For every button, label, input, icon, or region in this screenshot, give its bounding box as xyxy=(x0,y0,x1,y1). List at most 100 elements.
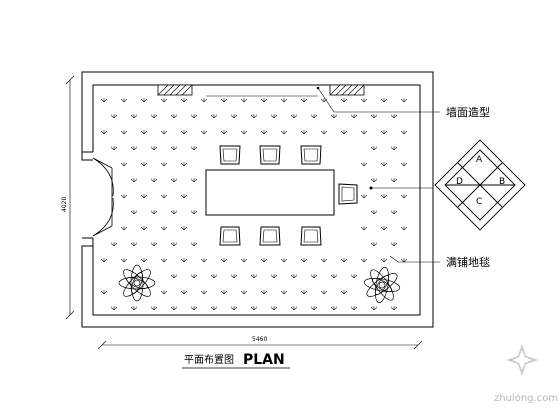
conference-table xyxy=(205,169,335,216)
carpet-hatch-mark xyxy=(160,98,168,103)
carpet-hatch-mark xyxy=(130,306,138,311)
carpet-hatch-mark xyxy=(300,290,308,295)
carpet-hatch-mark xyxy=(380,194,388,199)
carpet-hatch-mark xyxy=(310,306,318,311)
chair-top-3 xyxy=(300,145,322,165)
carpet-hatch-mark xyxy=(360,258,368,263)
carpet-hatch-mark xyxy=(130,242,138,247)
carpet-hatch-mark xyxy=(330,114,338,119)
carpet-hatch-mark xyxy=(180,98,188,103)
elevation-key xyxy=(434,139,526,231)
watermark-logo xyxy=(506,344,538,376)
carpet-hatch-mark xyxy=(340,130,348,135)
carpet-hatch-mark xyxy=(330,306,338,311)
chair-top-1 xyxy=(219,145,241,165)
carpet-hatch-mark xyxy=(240,130,248,135)
carpet-hatch-mark xyxy=(100,258,108,263)
carpet-hatch-mark xyxy=(380,258,388,263)
carpet-hatch-mark xyxy=(180,194,188,199)
carpet-hatch-mark xyxy=(400,226,408,231)
carpet-hatch-mark xyxy=(370,114,378,119)
carpet-pattern xyxy=(100,98,408,311)
double-door xyxy=(92,157,114,237)
carpet-hatch-mark xyxy=(210,306,218,311)
carpet-hatch-mark xyxy=(190,146,198,151)
carpet-callout-label: 满铺地毯 xyxy=(446,255,490,269)
carpet-hatch-mark xyxy=(220,130,228,135)
carpet-hatch-mark xyxy=(180,258,188,263)
carpet-hatch-mark xyxy=(170,242,178,247)
carpet-hatch-mark xyxy=(260,290,268,295)
carpet-hatch-mark xyxy=(390,306,398,311)
carpet-hatch-mark xyxy=(210,114,218,119)
chair-bottom-3 xyxy=(300,226,322,246)
carpet-hatch-mark xyxy=(360,98,368,103)
carpet-hatch-mark xyxy=(390,114,398,119)
carpet-hatch-mark xyxy=(140,226,148,231)
carpet-hatch-mark xyxy=(260,258,268,263)
wall-callout-leader xyxy=(317,87,440,113)
carpet-hatch-mark xyxy=(110,146,118,151)
carpet-hatch-mark xyxy=(110,306,118,311)
carpet-hatch-mark xyxy=(360,130,368,135)
carpet-hatch-mark xyxy=(180,290,188,295)
carpet-hatch-mark xyxy=(270,114,278,119)
carpet-hatch-mark xyxy=(170,114,178,119)
carpet-hatch-mark xyxy=(370,306,378,311)
carpet-hatch-mark xyxy=(380,98,388,103)
carpet-hatch-mark xyxy=(230,114,238,119)
carpet-hatch-mark xyxy=(240,98,248,103)
carpet-hatch-mark xyxy=(350,114,358,119)
carpet-hatch-mark xyxy=(150,178,158,183)
carpet-hatch-mark xyxy=(290,274,298,279)
carpet-hatch-mark xyxy=(360,194,368,199)
carpet-hatch-mark xyxy=(100,130,108,135)
key-label-a: A xyxy=(476,155,483,165)
carpet-hatch-mark xyxy=(140,162,148,167)
carpet-hatch-mark xyxy=(230,274,238,279)
carpet-hatch-mark xyxy=(120,258,128,263)
carpet-hatch-mark xyxy=(170,210,178,215)
carpet-hatch-mark xyxy=(180,162,188,167)
carpet-hatch-mark xyxy=(140,130,148,135)
carpet-hatch-mark xyxy=(170,306,178,311)
carpet-hatch-mark xyxy=(260,130,268,135)
carpet-hatch-mark xyxy=(370,210,378,215)
door-leaf-top xyxy=(92,157,114,197)
carpet-hatch-mark xyxy=(400,162,408,167)
plant-right xyxy=(363,266,401,304)
dim-height-label: 4020 xyxy=(61,197,68,212)
carpet-hatch-mark xyxy=(400,258,408,263)
carpet-hatch-mark xyxy=(140,98,148,103)
carpet-hatch-mark xyxy=(390,146,398,151)
carpet-hatch-mark xyxy=(360,226,368,231)
carpet-hatch-mark xyxy=(250,306,258,311)
carpet-hatch-mark xyxy=(340,258,348,263)
carpet-hatch-mark xyxy=(110,242,118,247)
key-label-c: C xyxy=(476,197,482,207)
carpet-hatch-mark xyxy=(320,130,328,135)
carpet-hatch-mark xyxy=(100,290,108,295)
carpet-hatch-mark xyxy=(190,306,198,311)
carpet-hatch-mark xyxy=(150,210,158,215)
carpet-hatch-mark xyxy=(240,290,248,295)
carpet-hatch-mark xyxy=(150,242,158,247)
carpet-hatch-mark xyxy=(300,258,308,263)
carpet-hatch-mark xyxy=(220,290,228,295)
carpet-hatch-mark xyxy=(130,210,138,215)
dimension-lines xyxy=(65,75,423,350)
carpet-hatch-mark xyxy=(350,306,358,311)
carpet-hatch-mark xyxy=(130,146,138,151)
chair-bottom-2 xyxy=(259,226,281,246)
carpet-hatch-mark xyxy=(370,242,378,247)
carpet-hatch-mark xyxy=(120,98,128,103)
plant-left xyxy=(118,264,156,302)
carpet-hatch-mark xyxy=(370,146,378,151)
carpet-callout-leader xyxy=(389,255,440,263)
chair-top-2 xyxy=(259,145,281,165)
carpet-hatch-mark xyxy=(140,194,148,199)
callout-leaders xyxy=(316,86,440,263)
carpet-hatch-mark xyxy=(400,98,408,103)
carpet-hatch-mark xyxy=(380,162,388,167)
